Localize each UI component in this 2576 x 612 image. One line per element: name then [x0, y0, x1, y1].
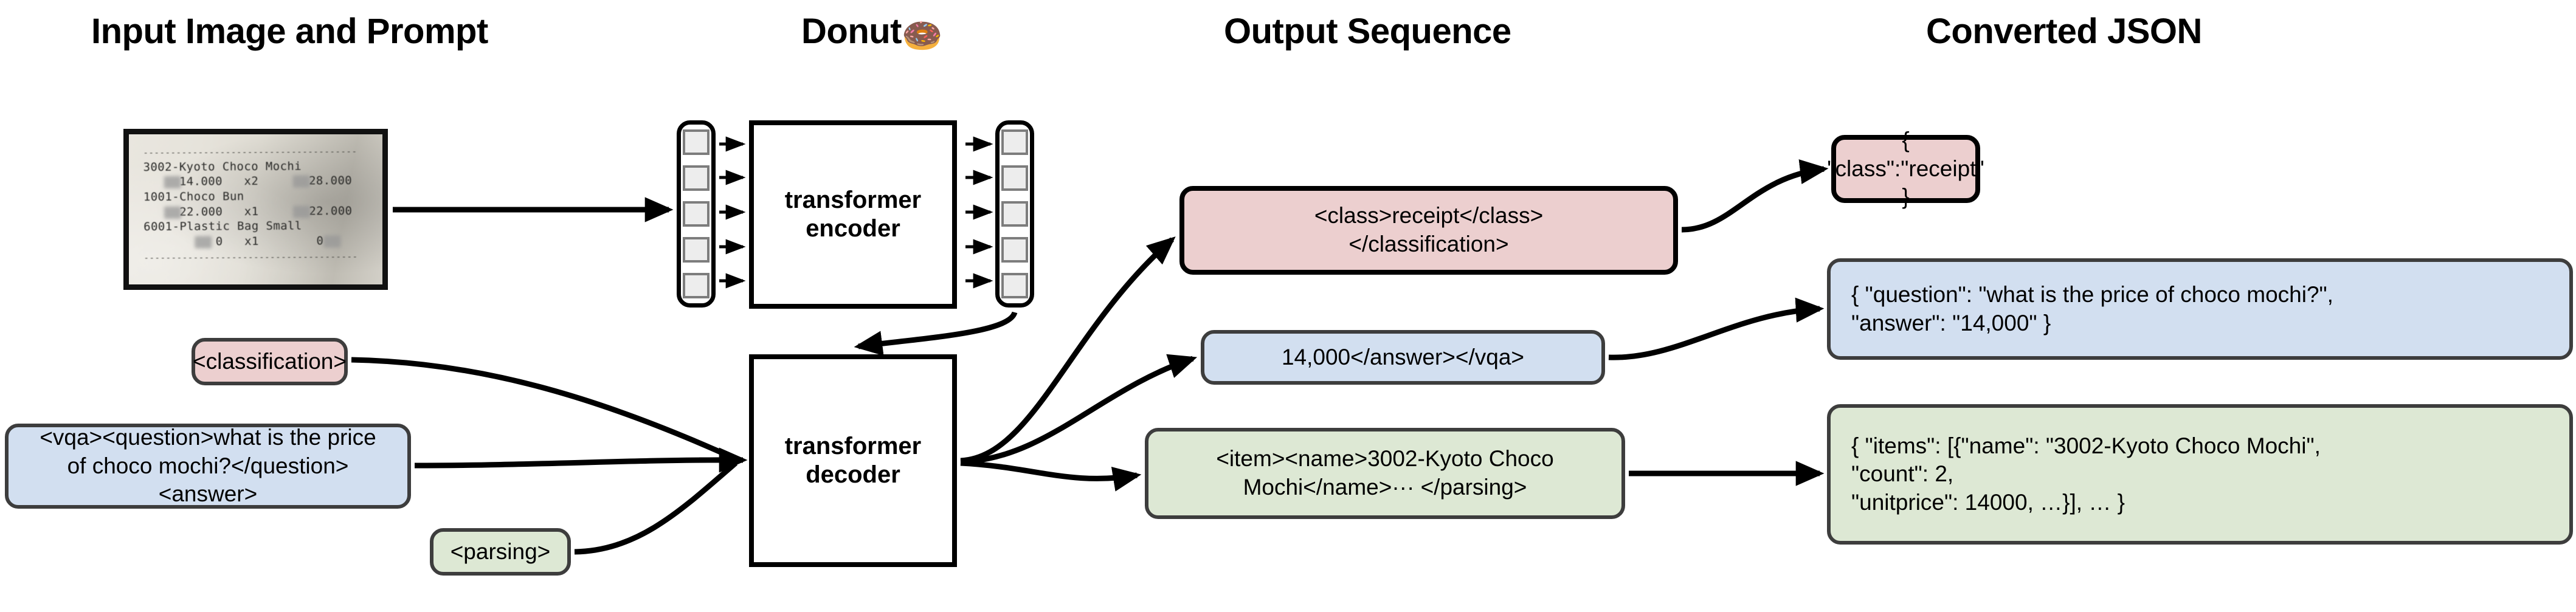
converted-json-parsing[interactable]: { "items": [{"name": "3002-Kyoto Choco M…	[1827, 404, 2573, 545]
donut-icon: 🍩	[902, 18, 942, 54]
prompt-parsing-text: <parsing>	[450, 538, 551, 564]
receipt-item-name-0: 3002-Kyoto Choco Mochi	[143, 159, 302, 174]
encoder-output-token-column	[995, 120, 1034, 308]
arrow-encoder-to-decoder	[854, 311, 1018, 356]
arrow-seq-to-json-vqa	[1608, 297, 1825, 360]
arrow-decoder-to-parsing-seq	[960, 460, 1142, 492]
receipt-unitprice-0: 14.000	[179, 174, 223, 189]
encoder-input-token-1	[683, 165, 710, 191]
output-sequence-vqa[interactable]: 14,000</answer></vqa>	[1201, 330, 1605, 385]
transformer-decoder-label: transformer decoder	[784, 432, 922, 488]
receipt-item-name-2: 6001-Plastic Bag Small	[143, 219, 302, 234]
prompt-vqa[interactable]: <vqa><question>what is the price of choc…	[5, 424, 411, 509]
encoder-input-token-2	[683, 201, 710, 227]
receipt-redaction	[292, 205, 311, 218]
wire-vqa-to-decoder	[414, 457, 736, 469]
receipt-amount-0: 28.000	[308, 174, 353, 188]
encoder-output-token-4	[1001, 273, 1028, 298]
column-title-output: Output Sequence	[1224, 12, 1511, 51]
receipt-bottom-rule: ---------------------------------------	[143, 252, 358, 263]
receipt-redaction	[164, 176, 181, 189]
receipt-qty-2: x1	[244, 235, 259, 249]
encoder-output-token-2	[1001, 201, 1028, 227]
prompt-parsing[interactable]: <parsing>	[430, 528, 571, 576]
prompt-classification[interactable]: <classification>	[192, 338, 348, 385]
wire-parsing-to-decoder	[574, 461, 737, 555]
encoder-output-token-3	[1001, 237, 1028, 263]
receipt-unitprice-2: 0	[215, 235, 223, 249]
receipt-redaction	[195, 236, 212, 249]
receipt-text-content: --------------------------------------- …	[129, 134, 382, 284]
column-title-json: Converted JSON	[1926, 12, 2202, 51]
receipt-top-rule: ---------------------------------------	[143, 146, 357, 159]
output-sequence-parsing-text: <item><name>3002-Kyoto Choco Mochi</name…	[1216, 446, 1554, 500]
encoder-output-token-0	[1001, 129, 1028, 155]
input-receipt-image: --------------------------------------- …	[123, 129, 388, 290]
prompt-vqa-text: <vqa><question>what is the price of choc…	[40, 425, 376, 507]
receipt-unitprice-1: 22.000	[179, 205, 223, 219]
encoder-input-token-3	[683, 237, 710, 263]
output-sequence-parsing[interactable]: <item><name>3002-Kyoto Choco Mochi</name…	[1145, 428, 1625, 519]
encoder-input-token-4	[683, 273, 710, 298]
transformer-decoder-block: transformer decoder	[749, 354, 957, 567]
receipt-item-name-1: 1001-Choco Bun	[143, 190, 244, 204]
transformer-encoder-label: transformer encoder	[784, 186, 922, 242]
receipt-qty-1: x1	[244, 204, 259, 218]
output-sequence-vqa-text: 14,000</answer></vqa>	[1281, 344, 1525, 370]
prompt-classification-text: <classification>	[193, 348, 347, 374]
column-title-input: Input Image and Prompt	[91, 12, 488, 51]
converted-json-classification[interactable]: { "class":"receipt" }	[1827, 128, 1984, 209]
model-title-text: Donut	[801, 12, 902, 51]
receipt-redaction	[292, 175, 310, 188]
receipt-amount-1: 22.000	[309, 204, 353, 218]
receipt-redaction	[164, 206, 182, 219]
encoder-input-token-0	[683, 129, 710, 155]
output-sequence-classification-text: <class>receipt</class> </classification>	[1314, 203, 1544, 256]
arrow-seq-to-json-classification	[1681, 159, 1829, 233]
arrow-decoder-to-classification-seq	[960, 236, 1176, 464]
output-sequence-classification[interactable]: <class>receipt</class> </classification>	[1179, 186, 1678, 275]
encoder-input-token-column	[677, 120, 716, 308]
receipt-qty-0: x2	[244, 174, 259, 188]
converted-json-parsing-text: { "items": [{"name": "3002-Kyoto Choco M…	[1851, 433, 2321, 515]
column-title-model: Donut🍩	[801, 11, 942, 52]
receipt-redaction	[323, 235, 341, 248]
converted-json-classification-text: { "class":"receipt" }	[1827, 128, 1984, 210]
converted-json-vqa-text: { "question": "what is the price of choc…	[1851, 281, 2333, 335]
encoder-output-token-1	[1001, 165, 1028, 191]
converted-json-vqa[interactable]: { "question": "what is the price of choc…	[1827, 258, 2573, 360]
receipt-paper-texture	[129, 134, 382, 284]
transformer-encoder-block: transformer encoder	[749, 120, 957, 309]
receipt-amount-2: 0	[316, 234, 324, 248]
